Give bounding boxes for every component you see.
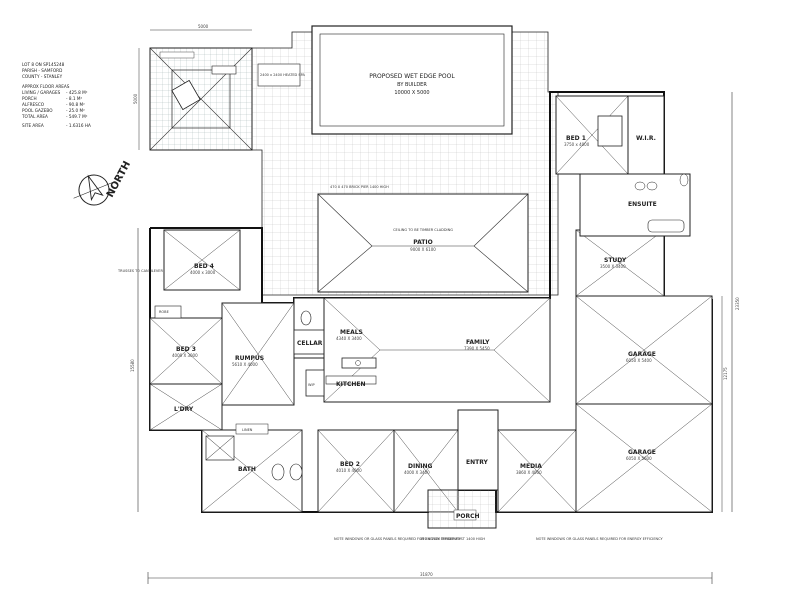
areas-heading: APPROX FLOOR AREAS (22, 84, 70, 89)
patio-beam-note: 470 X 470 BRICK PIER 1400 HIGH (330, 185, 389, 189)
room-name-garage: GARAGE (628, 449, 656, 456)
room-size-bed4: 4000 x 3000 (190, 270, 216, 275)
window-note-left: NOTE WINDOWS OR GLASS PANELS REQUIRED FO… (334, 537, 462, 541)
area-label: LIVING / GARAGES (22, 90, 61, 95)
lot-info-line: COUNTY - STANLEY (22, 74, 63, 79)
bath-room: BATH LINEN (201, 423, 303, 513)
window-note-right: NOTE WINDOWS OR GLASS PANELS REQUIRED FO… (536, 537, 664, 541)
pool: PROPOSED WET EDGE POOL BY BUILDER 10000 … (257, 25, 513, 135)
room-size-bed3: 4000 X 3000 (172, 353, 198, 358)
pool-gazebo (149, 47, 253, 151)
room-size-garage: 6050 X 5400 (626, 358, 652, 363)
bed2-room: BED 2 4010 X 4000 (317, 429, 395, 513)
spa-label: 2400 x 2400 HEATED SPA (260, 73, 305, 77)
area-value: - 425.8 M² (66, 90, 88, 95)
room-name-cellar: CELLAR (297, 340, 323, 347)
room-name-ldry: L'DRY (174, 406, 194, 413)
porch-beam-note: 470 X 2400 TIMBER POST 1400 HIGH (420, 537, 485, 541)
room-size-study: 3500 X 3400 (600, 264, 626, 269)
room-size-media: 3860 X 4000 (516, 470, 542, 475)
trusses-note: TRUSSES TO CANTILEVER (117, 269, 164, 273)
room-name-entry: ENTRY (466, 459, 489, 466)
dimension-text: 5000 (198, 24, 209, 29)
bed1-room: BED 1 3750 x 4000 (555, 95, 629, 175)
room-name-bed4: BED 4 (194, 263, 214, 270)
linen-label: LINEN (242, 428, 253, 432)
lot-info-block: LOT 8 ON SP145248 PARISH - SAMFORD COUNT… (21, 62, 91, 128)
room-name-garage: GARAGE (628, 351, 656, 358)
rumpus-room: RUMPUS 5610 X 4000 (221, 302, 295, 406)
room-size-bed2: 4010 X 4000 (336, 468, 362, 473)
lot-info-line: LOT 8 ON SP145248 (22, 62, 65, 67)
left-overall-dim: 15580 (130, 359, 135, 372)
bed4-room: BED 4 4000 x 3000 (163, 229, 241, 291)
area-value: - 90.8 M² (66, 102, 85, 107)
room-size-patio: 9000 X 6100 (410, 247, 436, 252)
pool-label: BY BUILDER (397, 82, 427, 88)
room-size-meals: 4340 X 3400 (336, 336, 362, 341)
room-size-dining: 4000 X 3400 (404, 470, 430, 475)
room-name-rumpus: RUMPUS (235, 355, 264, 362)
area-label: ALFRESCO (22, 102, 45, 107)
dimension-text: 5000 (133, 93, 138, 104)
room-name-wip: WIP (308, 383, 315, 387)
site-area-label: SITE AREA (22, 123, 44, 128)
room-name-meals: MEALS (340, 329, 363, 336)
porch: PORCH (427, 489, 497, 529)
pool-size: 10000 X 5000 (394, 90, 429, 96)
area-label: POOL GAZEBO (22, 108, 53, 113)
room-size-rumpus: 5610 X 4000 (232, 362, 258, 367)
room-name-bed3: BED 3 (176, 346, 196, 353)
room-name-bed1: BED 1 (566, 135, 586, 142)
bed3-room: BED 3 4000 X 3000 ROBE (149, 305, 223, 385)
right-garage-dim: 12175 (723, 367, 728, 380)
room-name-dining: DINING (408, 463, 432, 470)
patio: PATIO 9000 X 6100 CEILING TO BE TIMBER C… (317, 193, 529, 293)
laundry-room: L'DRY (149, 383, 223, 431)
room-name-bath: BATH (238, 466, 256, 473)
cellar-room: CELLAR (293, 297, 325, 359)
room-size-family: 7390 X 5450 (464, 346, 490, 351)
room-name-wir: W.I.R. (636, 135, 656, 142)
room-name-study: STUDY (604, 257, 627, 264)
room-name-media: MEDIA (520, 463, 542, 470)
front-rooms: DINING 4000 X 3400 ENTRY MEDIA 3860 X 40… (393, 409, 577, 513)
room-name-kitchen: KITCHEN (336, 381, 366, 388)
area-label: PORCH (22, 96, 37, 101)
pool-label: PROPOSED WET EDGE POOL (369, 73, 455, 80)
area-value: - 549.7 M² (66, 114, 88, 119)
overall-width: 31870 (420, 572, 433, 577)
area-label: TOTAL AREA (21, 114, 48, 119)
north-arrow (73, 174, 115, 206)
room-name-family: FAMILY (466, 339, 490, 346)
north-label: NORTH (105, 160, 133, 200)
room-name-patio: PATIO (413, 239, 432, 246)
site-area-value: - 1.6316 HA (66, 123, 91, 128)
room-name-porch: PORCH (456, 513, 480, 520)
garage-1: GARAGE 6050 X 5400 (575, 295, 713, 405)
room-name-bed2: BED 2 (340, 461, 360, 468)
area-value: - 8.1 M² (66, 96, 82, 101)
ensuite-room: ENSUITE (579, 173, 691, 237)
wir-room: W.I.R. (627, 95, 665, 175)
patio-note: CEILING TO BE TIMBER CLADDING (393, 228, 453, 232)
lot-info-line: PARISH - SAMFORD (22, 68, 62, 73)
right-overall-dim: 23350 (735, 297, 740, 310)
room-size-garage: 6050 X 5600 (626, 456, 652, 461)
area-value: - 25.0 M² (66, 108, 85, 113)
living-area: MEALS 4340 X 3400 FAMILY 7390 X 5450 KIT… (305, 297, 551, 403)
garage-2: GARAGE 6050 X 5600 (575, 403, 713, 513)
room-size-bed1: 3750 x 4000 (564, 142, 590, 147)
robe-label: ROBE (159, 310, 169, 314)
room-name-ensuite: ENSUITE (628, 201, 657, 208)
study-room: STUDY 3500 X 3400 (575, 229, 665, 297)
